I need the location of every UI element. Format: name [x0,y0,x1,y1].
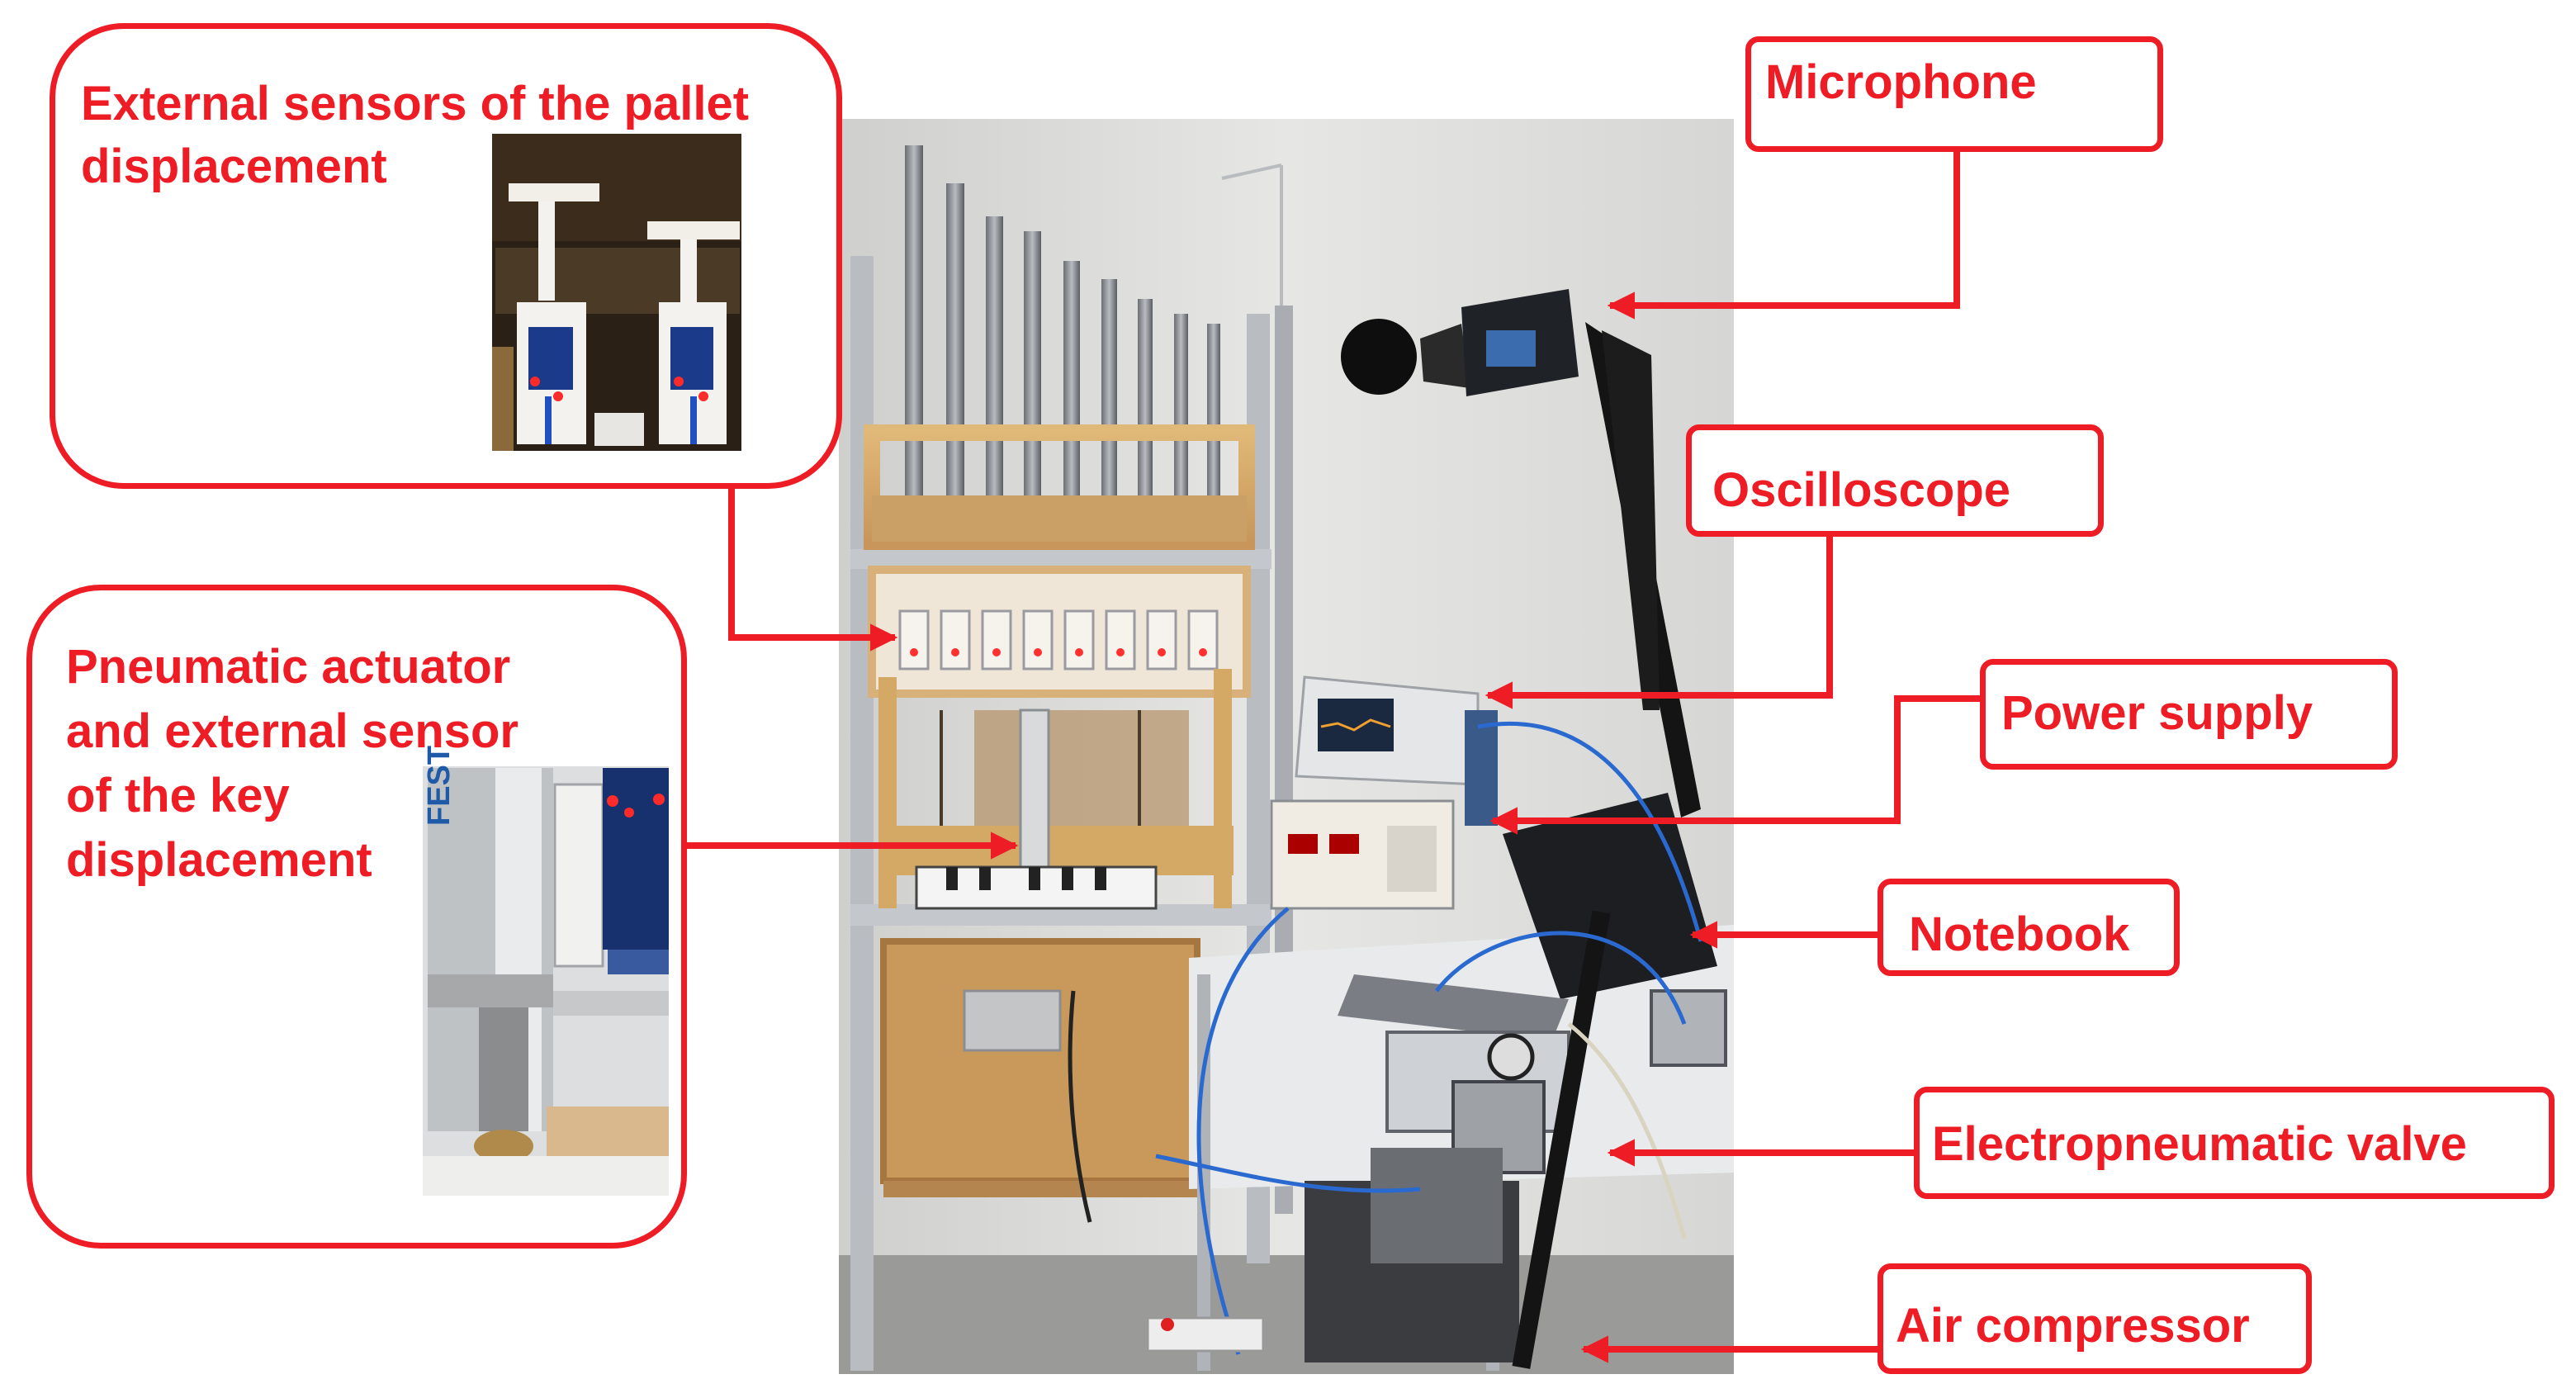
label-actuator-line4: displacement [66,833,372,887]
connector-pallet [728,489,898,652]
connector-oscilloscope [1485,537,1833,709]
label-valve: Electropneumatic valve [1932,1117,2467,1171]
label-actuator-line3: of the key [66,769,290,822]
callout-notebook [1878,879,2180,976]
label-oscilloscope: Oscilloscope [1712,463,2011,517]
inset-festo-label: FEST [422,745,457,826]
label-pallet-line2: displacement [81,140,387,193]
oscilloscope-device [1295,675,1498,826]
connector-lines [687,152,1980,1363]
label-actuator-line1: Pneumatic actuator [66,640,511,694]
connector-power-supply [1489,695,1980,835]
connector-microphone [1607,152,1960,320]
cables [1068,721,1703,1355]
label-microphone: Microphone [1765,55,2037,109]
label-notebook: Notebook [1909,908,2130,961]
main-photo [839,119,1734,1374]
callout-compressor [1878,1263,2312,1374]
air-compressor-device [1305,1148,1519,1362]
callout-power-supply [1980,659,2398,770]
wooden-rack [864,424,1255,1197]
callout-valve [1914,1087,2555,1199]
power-supply-device [1270,799,1455,910]
label-compressor: Air compressor [1896,1299,2250,1353]
label-power-supply: Power supply [2001,686,2313,740]
callout-microphone [1745,36,2163,152]
label-pallet-line1: External sensors of the pallet [81,77,750,130]
label-actuator-line2: and external sensor [66,704,519,758]
valve-manifold [1385,989,1727,1174]
callout-oscilloscope [1686,424,2104,537]
